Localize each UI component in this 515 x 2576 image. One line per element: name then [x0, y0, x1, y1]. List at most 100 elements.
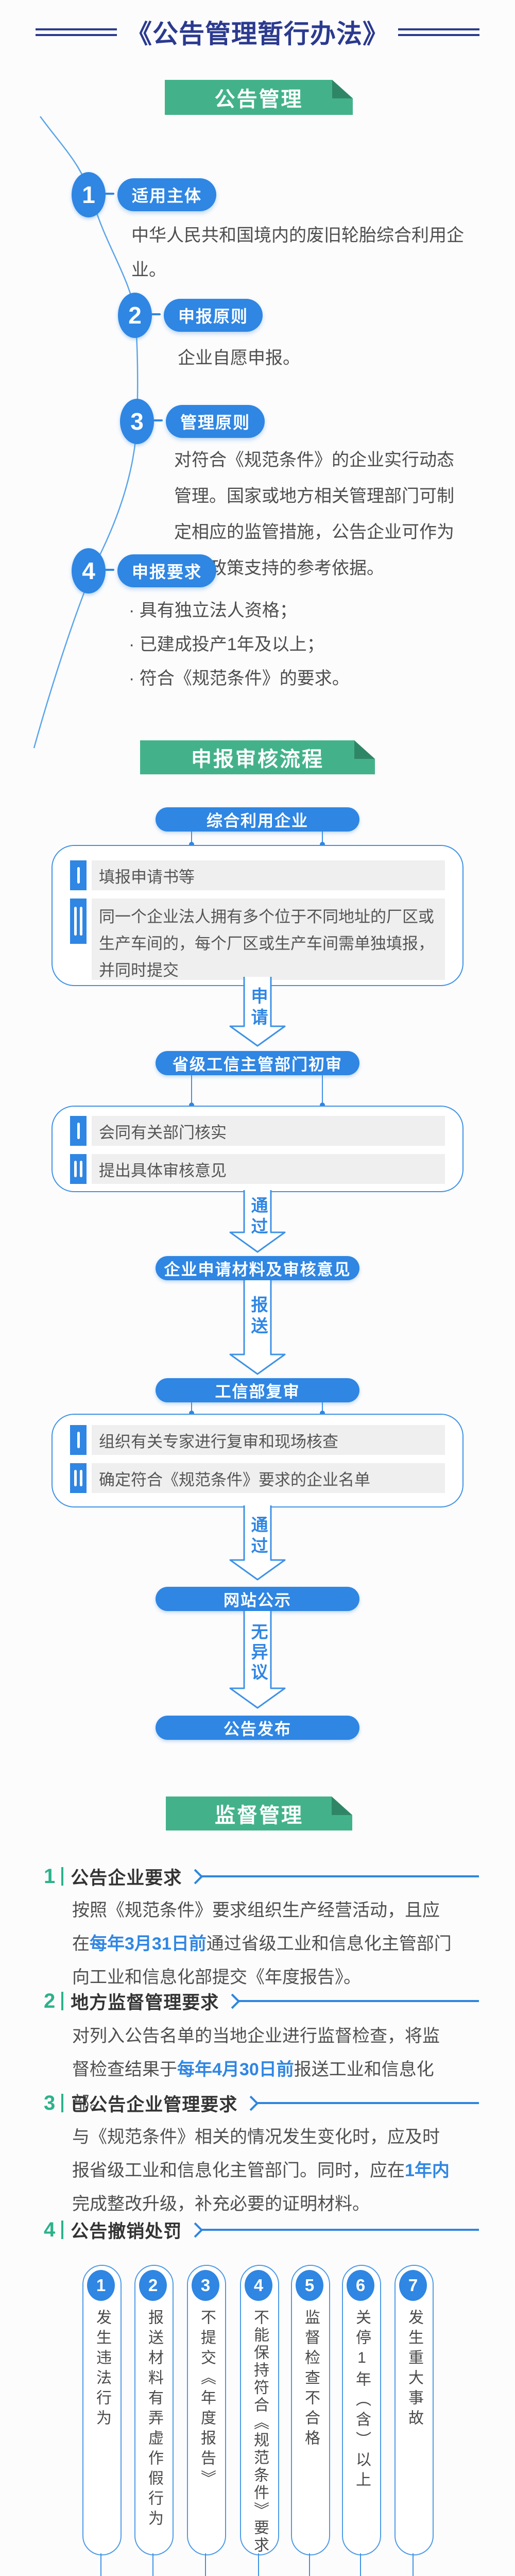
capsule-number: 5: [296, 2270, 323, 2301]
header-line: [202, 1875, 479, 1877]
capsule-text: 发生违法行为: [94, 2309, 111, 2430]
section-title: 公告撤销处罚: [71, 2221, 182, 2242]
page-header: 《公告管理暂行办法》: [0, 13, 515, 50]
section-number: 4: [44, 2218, 56, 2241]
title-decor-right: [398, 28, 479, 36]
header-line: [239, 2000, 479, 2002]
connector-dot: [320, 1411, 325, 1416]
item-1-badge: 适用主体: [117, 178, 216, 211]
capsule-number: 7: [399, 2270, 427, 2301]
item-4-dash: [105, 569, 114, 571]
chevron-right-icon: [187, 1869, 203, 1884]
capsule-text: 不能保持符合《规范条件》要求: [251, 2309, 268, 2554]
capsule-number: 6: [347, 2270, 374, 2301]
section-title: 公告企业要求: [71, 1868, 182, 1888]
title-decor-left: [36, 28, 117, 36]
connector-dot: [189, 1103, 194, 1108]
drop-line: [191, 1075, 192, 1103]
item-2-badge: 申报原则: [164, 299, 263, 332]
section-bar: [61, 2094, 64, 2112]
capsule-drop-line: [205, 2553, 206, 2576]
roman-1-marker: [70, 1116, 87, 1146]
section-title: 地方监督管理要求: [71, 1992, 219, 2013]
flow-node-provincial-review: 省级工信主管部门初审: [156, 1051, 359, 1075]
supervision-para-1: 按照《规范条件》要求组织生产经营活动，且应在每年3月31日前通过省级工业和信息化…: [72, 1901, 452, 1987]
item-3-number: 3: [120, 399, 154, 444]
supervision-para-3: 与《规范条件》相关的情况发生变化时，应及时报省级工业和信息化主管部门。同时，应在…: [72, 2127, 450, 2214]
capsule-number: 1: [87, 2270, 115, 2301]
drop-line: [322, 1075, 323, 1103]
flow-arrow-no-objection: [229, 1611, 286, 1709]
section-bar: [61, 2221, 64, 2239]
connector-dot: [189, 1411, 194, 1416]
section-title: 已公告企业管理要求: [71, 2094, 238, 2115]
capsule-text: 监督检查不合格: [302, 2309, 319, 2450]
capsule-number: 2: [139, 2270, 167, 2301]
capsule-text: 发生重大事故: [406, 2309, 423, 2430]
revocation-capsule-3: 3 不提交《年度报告》: [187, 2265, 226, 2555]
flow-node-miit-review: 工信部复审: [156, 1378, 359, 1402]
capsule-drop-line: [152, 2553, 153, 2576]
drop-line: [322, 832, 323, 844]
bullet-2: · 已建成投产1年及以上；: [129, 635, 324, 654]
roman-1-marker: [70, 860, 87, 890]
flow-node-publicity: 网站公示: [156, 1587, 359, 1611]
roman-2-marker: [70, 1154, 87, 1184]
flow-box3-row2: 确定符合《规范条件》要求的企业名单: [92, 1463, 445, 1493]
chevron-right-icon: [243, 2095, 259, 2111]
chevron-right-icon: [187, 2222, 203, 2238]
header-line: [202, 2229, 479, 2231]
revocation-capsule-5: 5 监督检查不合格: [291, 2265, 330, 2555]
supervision-header-3: 3 已公告企业管理要求: [44, 2092, 479, 2115]
connector-dot: [320, 842, 325, 847]
item-4-bullets: · 具有独立法人资格； · 已建成投产1年及以上； · 符合《规范条件》的要求。: [129, 594, 458, 696]
supervision-header-2: 2 地方监督管理要求: [44, 1989, 479, 2013]
drop-line: [191, 1402, 192, 1413]
flow-arrow-no-objection-label: 无异议: [249, 1623, 268, 1683]
capsule-text: 报送材料有弄虚作假行为: [146, 2309, 163, 2530]
flow-arrow-apply: [229, 977, 286, 1047]
drop-line: [191, 832, 192, 844]
revocation-capsule-4: 4 不能保持符合《规范条件》要求: [240, 2265, 279, 2555]
flow-box2-row2: 提出具体审核意见: [92, 1154, 445, 1184]
item-3-dash: [153, 419, 163, 421]
banner-process: 申报审核流程: [140, 740, 375, 774]
item-3-badge: 管理原则: [166, 405, 265, 438]
flow-arrow-pass1-label: 通过: [249, 1196, 268, 1239]
capsule-drop-line: [100, 2553, 101, 2576]
revocation-capsule-6: 6 关停1年（含）以上: [342, 2265, 381, 2555]
connector-dot: [189, 842, 194, 847]
section-number: 2: [44, 1989, 56, 2012]
item-2-dash: [151, 313, 161, 315]
item-2-body: 企业自愿申报。: [178, 348, 300, 368]
capsule-text: 不提交《年度报告》: [198, 2309, 215, 2490]
banner-process-label: 申报审核流程: [191, 748, 324, 771]
capsule-drop-line: [360, 2553, 361, 2576]
roman-1-marker: [70, 1425, 87, 1455]
flow-arrow-submit-label: 报送: [249, 1296, 268, 1338]
item-4-number: 4: [72, 548, 106, 594]
section-number: 1: [44, 1865, 56, 1888]
banner-supervision: 监督管理: [166, 1797, 352, 1831]
flow-node-start: 综合利用企业: [156, 807, 359, 832]
banner-supervision-label: 监督管理: [215, 1804, 303, 1827]
fold-corner-icon: [332, 1797, 352, 1815]
item-4-badge: 申报要求: [117, 554, 216, 587]
chevron-right-icon: [225, 1993, 241, 2009]
flow-box2-row1: 会同有关部门核实: [92, 1116, 445, 1146]
flow-box3-row1: 组织有关专家进行复审和现场核查: [92, 1425, 445, 1455]
flow-arrow-pass2-label: 通过: [249, 1516, 268, 1558]
item-1-number: 1: [72, 172, 106, 217]
page-title: 《公告管理暂行办法》: [126, 20, 389, 48]
flow-arrow-apply-label: 申请: [249, 987, 268, 1029]
connector-dot: [320, 1103, 325, 1108]
banner-management-label: 公告管理: [214, 88, 303, 111]
item-3-body: 对符合《规范条件》的企业实行动态管理。国家或地方相关管理部门可制定相应的监管措施…: [174, 450, 454, 578]
capsule-drop-line: [413, 2553, 414, 2576]
revocation-capsule-2: 2 报送材料有弄虚作假行为: [134, 2265, 174, 2555]
capsule-number: 3: [192, 2270, 219, 2301]
drop-line: [322, 1402, 323, 1413]
flow-arrow-submit: [229, 1280, 286, 1375]
supervision-header-1: 1 公告企业要求: [44, 1865, 479, 1888]
roman-2-marker: [70, 899, 87, 944]
